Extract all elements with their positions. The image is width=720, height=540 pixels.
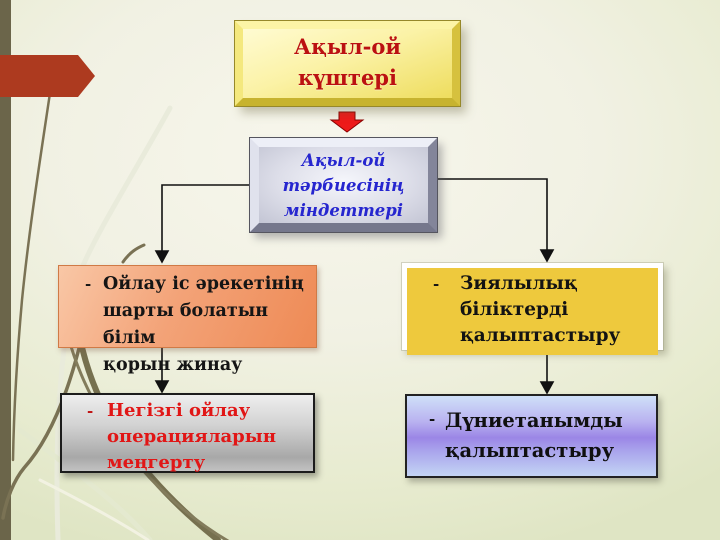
knowledge-box: - Ойлау іс әрекетінің шарты болатын білі… <box>58 265 317 375</box>
bullet-dash: - <box>85 275 92 293</box>
bullet-dash: - <box>87 402 94 420</box>
worldview-line: қалыптастыру <box>445 439 615 462</box>
knowledge-line: қорын жинау <box>103 355 243 375</box>
intellect-line: біліктерді <box>460 299 569 320</box>
title-line: Ақыл-ой <box>294 34 401 59</box>
intellect-line: қалыптастыру <box>460 325 621 346</box>
intellect-box: - Зиялылық біліктерді қалыптастыру <box>402 263 663 355</box>
operations-box: - Негізгі ойлау операцияларын меңгерту <box>60 393 315 473</box>
operations-line: Негізгі ойлау <box>107 400 251 421</box>
worldview-line: Дүниетанымды <box>445 409 623 432</box>
worldview-box: - Дүниетанымды қалыптастыру <box>405 394 658 478</box>
bullet-dash: - <box>433 275 440 293</box>
operations-line: меңгерту <box>107 452 206 473</box>
left-edge-band <box>0 0 11 540</box>
connector-lines <box>154 178 555 395</box>
knowledge-line: шарты болатын білім <box>103 301 269 348</box>
tasks-box: Ақыл-ой тәрбиесінің міндеттері <box>250 138 437 232</box>
intellect-line: Зиялылық <box>460 273 578 294</box>
knowledge-line: Ойлау іс әрекетінің <box>103 274 304 294</box>
red-banner-arrow-icon <box>0 55 95 97</box>
title-line: күштері <box>298 65 397 90</box>
operations-line: операцияларын <box>107 426 276 447</box>
tasks-line: міндеттері <box>283 201 404 220</box>
title-box: Ақыл-ой күштері <box>235 21 460 106</box>
red-down-arrow-icon <box>329 111 365 133</box>
tasks-line: тәрбиесінің <box>282 176 405 195</box>
tasks-line: Ақыл-ой <box>301 151 386 170</box>
bullet-dash: - <box>429 410 436 428</box>
